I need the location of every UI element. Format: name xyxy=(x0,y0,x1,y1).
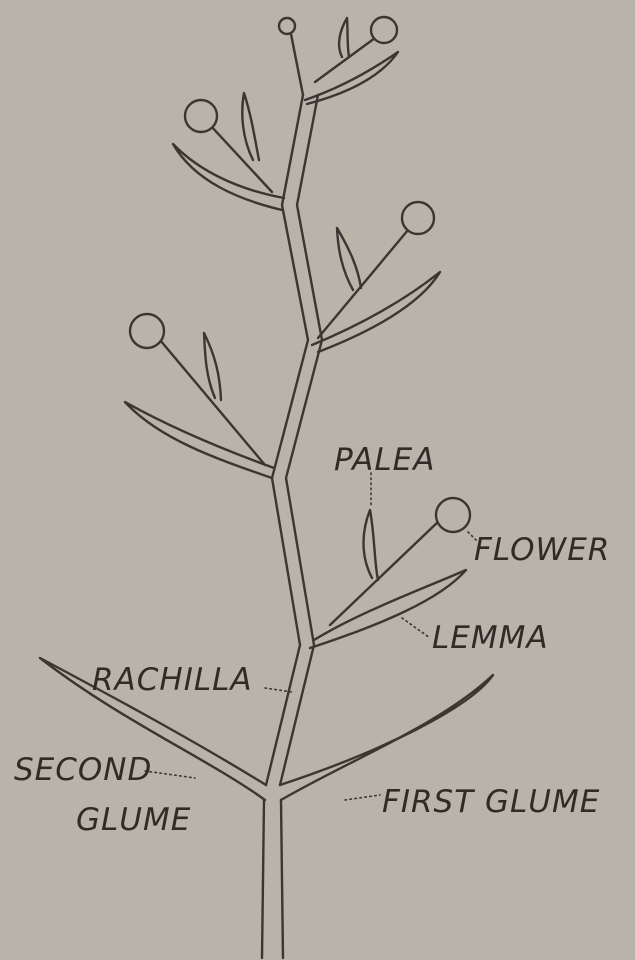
label-flower: FLOWER xyxy=(474,532,610,568)
flower-icon xyxy=(436,498,470,532)
flower-icon xyxy=(130,314,164,348)
rachilla-shape xyxy=(266,95,322,785)
pedicel xyxy=(262,800,283,958)
label-second: SECOND xyxy=(14,752,152,788)
floret-2 xyxy=(125,314,274,478)
floret-5 xyxy=(279,17,398,104)
flower-icon xyxy=(371,17,397,43)
flower-icon xyxy=(402,202,434,234)
leader-lines xyxy=(145,473,476,800)
label-rachilla: RACHILLA xyxy=(92,662,253,698)
label-lemma: LEMMA xyxy=(432,620,549,656)
first-glume-shape xyxy=(280,675,493,800)
flower-icon xyxy=(279,18,295,34)
floret-4 xyxy=(173,93,284,210)
flower-icon xyxy=(185,100,217,132)
label-palea: PALEA xyxy=(334,442,435,478)
label-first-glume: FIRST GLUME xyxy=(382,784,600,820)
floret-3 xyxy=(312,202,440,352)
label-second-glume: GLUME xyxy=(76,802,191,838)
